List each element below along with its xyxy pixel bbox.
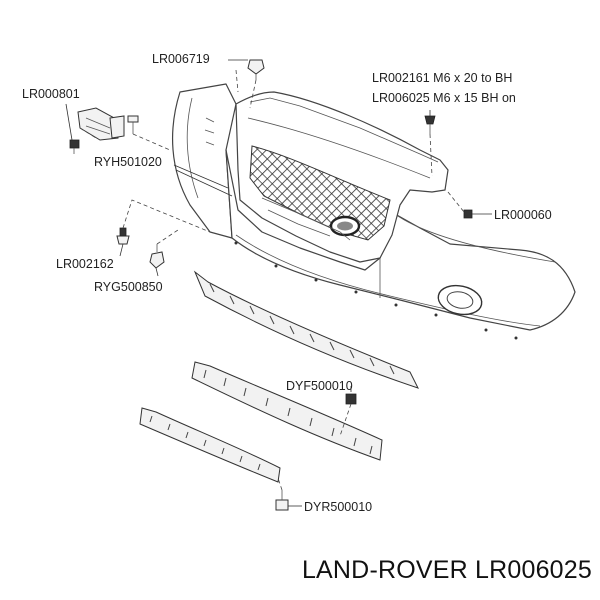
- label-ryh501020: RYH501020: [94, 155, 162, 169]
- label-dyr500010: DYR500010: [304, 500, 372, 514]
- middle-trim-strip: [191, 361, 383, 461]
- bolt-icon: [127, 115, 139, 134]
- clip-dyf500010-icon: [345, 393, 357, 405]
- label-lr002161: LR002161 M6 x 20 to BH: [372, 71, 512, 85]
- bolt-lr006025-icon: [424, 115, 436, 134]
- bottom-trim-strip: [139, 407, 281, 483]
- fastener-lr002162-icon: [116, 227, 130, 245]
- bracket-lr000801-icon: [77, 107, 125, 141]
- part-caption: LAND-ROVER LR006025: [302, 556, 592, 584]
- leader-lines: [65, 59, 492, 507]
- lower-spoiler-strip: [193, 270, 419, 389]
- label-ryg500850: RYG500850: [94, 280, 163, 294]
- clip-lr000060-icon: [463, 209, 473, 219]
- front-bumper-cover: [172, 83, 576, 340]
- label-lr006025: LR006025 M6 x 15 BH on: [372, 91, 516, 105]
- label-lr006719: LR006719: [152, 52, 210, 66]
- clip-ryg500850-icon: [149, 244, 165, 269]
- label-lr000801: LR000801: [22, 87, 80, 101]
- label-dyf500010: DYF500010: [286, 379, 353, 393]
- label-lr002162: LR002162: [56, 257, 114, 271]
- label-lr000060: LR000060: [494, 208, 552, 222]
- screw-lr000801-icon: [69, 139, 80, 154]
- clip-dyr500010-icon: [275, 490, 289, 511]
- clip-lr006719-icon: [247, 59, 265, 80]
